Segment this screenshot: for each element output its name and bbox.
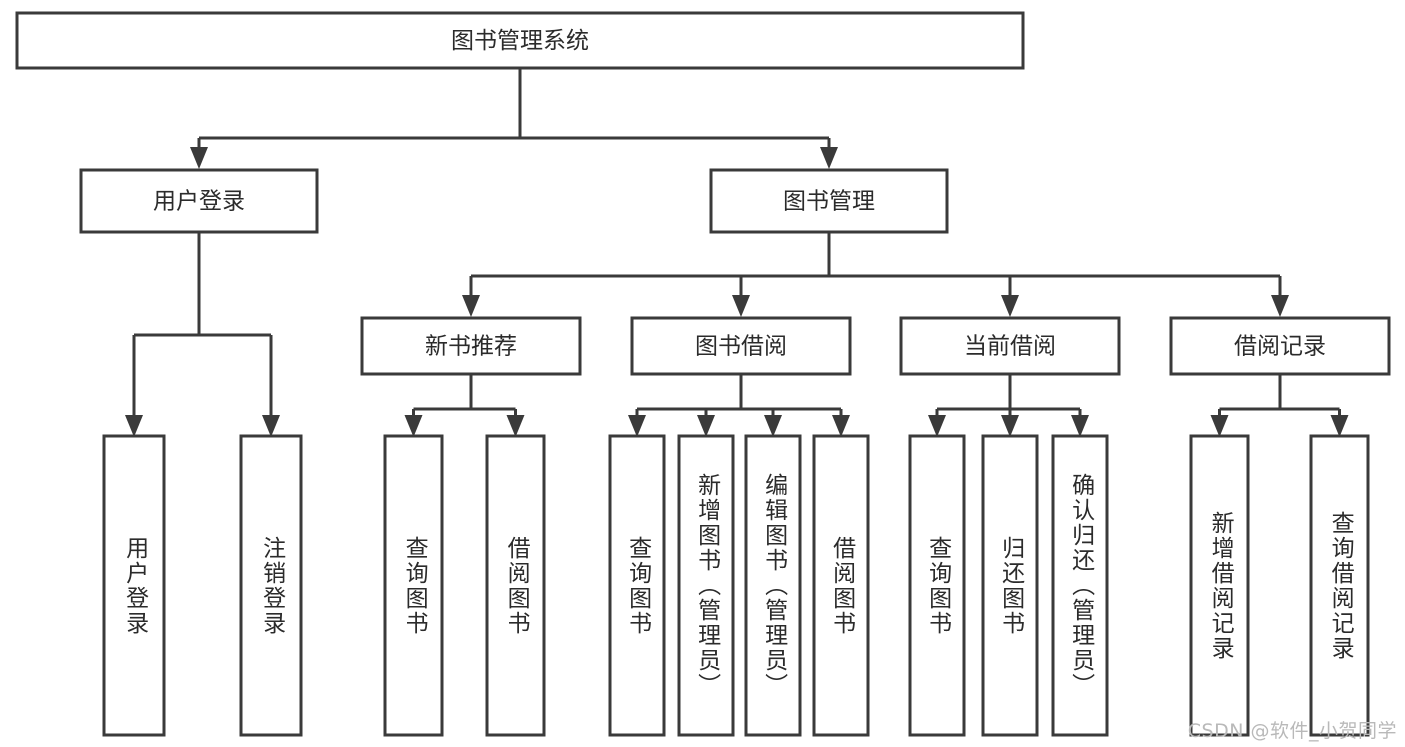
connector-edges [125,68,1349,437]
node-level2-label-2: 图书管理 [783,189,875,215]
arrow-head [820,147,838,169]
node-leaf-7[interactable] [744,434,802,737]
node-leaf-13[interactable] [1309,434,1370,737]
arrow-head [1271,295,1289,317]
arrow-head [697,415,715,437]
node-level3-4[interactable] [1169,316,1391,376]
node-level3-label-1: 新书推荐 [425,334,517,360]
node-level2-2[interactable] [709,168,949,234]
node-level2-label-1: 用户登录 [153,189,245,215]
node-leaf-11[interactable] [1051,434,1109,737]
node-leaf-6[interactable] [677,434,735,737]
node-level3-3[interactable] [899,316,1121,376]
node-level2-1[interactable] [79,168,319,234]
arrow-head [462,295,480,317]
node-leaf-3[interactable] [383,434,444,737]
arrow-head [1001,415,1019,437]
arrow-head [125,415,143,437]
node-leaf-9[interactable] [908,434,966,737]
arrow-head [1001,295,1019,317]
node-level3-label-2: 图书借阅 [695,334,787,360]
arrow-head [832,415,850,437]
node-leaf-10[interactable] [981,434,1039,737]
node-boxes [15,11,1391,737]
node-leaf-8[interactable] [812,434,870,737]
node-level3-label-4: 借阅记录 [1234,334,1326,360]
node-leaf-2[interactable] [239,434,303,737]
node-root-label: 图书管理系统 [451,28,589,54]
node-level3-2[interactable] [630,316,852,376]
arrow-head [732,295,750,317]
node-leaf-5[interactable] [608,434,666,737]
arrow-head [628,415,646,437]
node-level3-label-3: 当前借阅 [964,334,1056,360]
arrow-head [1071,415,1089,437]
node-root[interactable] [15,11,1025,70]
arrow-head [506,415,525,437]
arrow-head [262,415,280,437]
arrow-head [1210,415,1229,437]
arrow-head [928,415,946,437]
arrow-head [1330,415,1349,437]
node-leaf-12[interactable] [1189,434,1250,737]
arrow-head [190,147,208,169]
arrow-head [764,415,782,437]
node-level3-1[interactable] [360,316,582,376]
node-leaf-4[interactable] [485,434,546,737]
watermark-text: CSDN @软件_小贺同学 [1187,720,1397,742]
arrow-head [404,415,423,437]
node-leaf-1[interactable] [102,434,166,737]
